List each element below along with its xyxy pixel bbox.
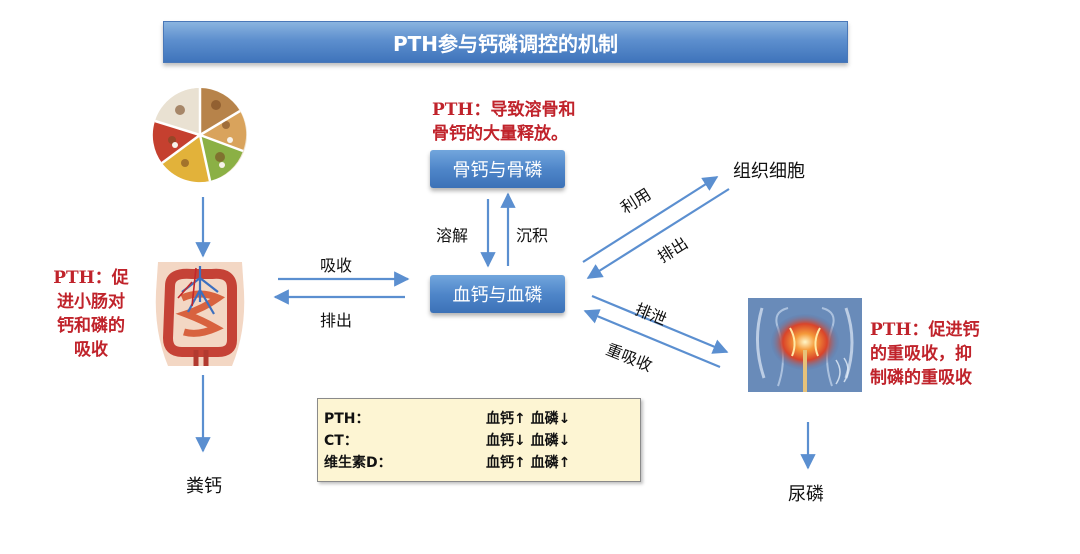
kidney-icon: [748, 298, 862, 392]
endpoint-tissue-cells: 组织细胞: [733, 161, 805, 182]
label-excrete-left: 排出: [320, 311, 353, 330]
legend-value: 血钙↑ 血磷↑: [486, 455, 571, 471]
blood-calcium-phosphorus-node: 血钙与血磷: [430, 275, 565, 313]
endpoint-fecal-calcium: 粪钙: [186, 476, 222, 497]
legend-key: PTH：: [324, 411, 370, 427]
legend-value: 血钙↓ 血磷↓: [486, 433, 571, 449]
diagram-title: PTH参与钙磷调控的机制: [163, 21, 848, 63]
legend-row: 维生素D： 血钙↑ 血磷↑: [324, 451, 634, 473]
arrow-blood-to-tissue: [582, 176, 719, 263]
endpoint-urine-phosphorus: 尿磷: [788, 484, 824, 505]
legend-row: PTH： 血钙↑ 血磷↓: [324, 407, 634, 429]
hormone-effects-legend: PTH： 血钙↑ 血磷↓ CT： 血钙↓ 血磷↓ 维生素D： 血钙↑ 血磷↑: [317, 398, 641, 482]
label-absorb: 吸收: [320, 256, 353, 275]
arrow-blood-to-kidney: [591, 294, 729, 354]
food-plate-icon: [152, 87, 247, 183]
legend-value: 血钙↑ 血磷↓: [486, 411, 571, 427]
pth-bone-annotation: PTH：导致溶骨和 骨钙的大量释放。: [432, 100, 576, 144]
pth-intestine-annotation: PTH：促 进小肠对 钙和磷的 吸收: [53, 268, 129, 360]
intestine-icon: [155, 262, 245, 366]
legend-row: CT： 血钙↓ 血磷↓: [324, 429, 634, 451]
pth-kidney-annotation: PTH：促进钙 的重吸收，抑 制磷的重吸收: [870, 320, 980, 388]
legend-key: 维生素D：: [324, 455, 392, 471]
label-deposit: 沉积: [516, 226, 549, 245]
arrow-kidney-to-blood: [583, 309, 721, 369]
legend-key: CT：: [324, 433, 358, 449]
label-dissolve: 溶解: [436, 226, 469, 245]
bone-calcium-phosphorus-node: 骨钙与骨磷: [430, 150, 565, 188]
arrow-tissue-to-blood: [586, 188, 730, 279]
